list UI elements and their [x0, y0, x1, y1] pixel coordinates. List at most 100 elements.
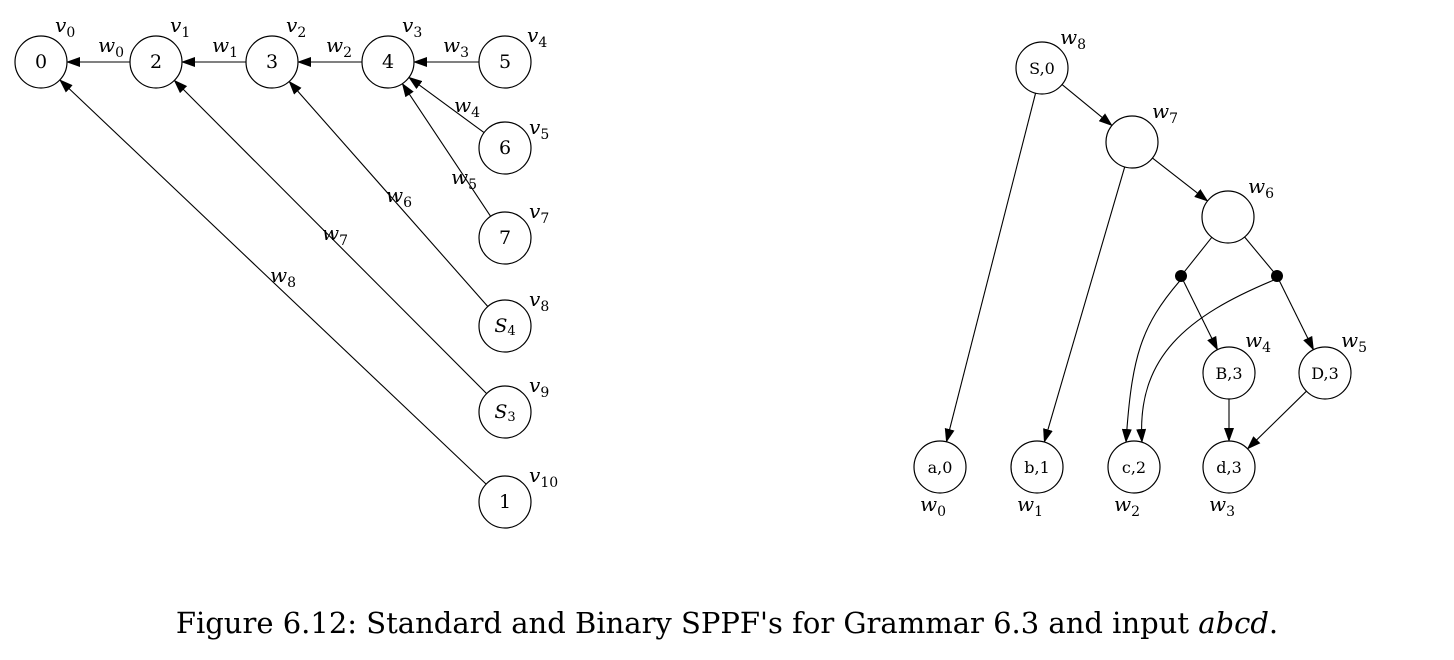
- node-circle: [361, 35, 415, 89]
- edge-S0-to-a0: [944, 93, 1037, 443]
- node-label: 5: [499, 51, 511, 73]
- edge-label-w1: w1: [212, 33, 238, 61]
- node-label: 3: [266, 51, 278, 73]
- node-annotation-w8: w8: [1060, 25, 1086, 53]
- edge-p2-to-D3: [1278, 280, 1314, 351]
- node-circle: [478, 35, 532, 89]
- node-circle: [478, 211, 532, 265]
- node-S0: S,0 w8: [1015, 25, 1086, 95]
- node-annotation-w5: w5: [1341, 328, 1367, 356]
- edge-X7-to-b1: [1043, 166, 1126, 444]
- node-annotation-v3: v3: [402, 13, 422, 41]
- node-annotation-w2: w2: [1114, 492, 1140, 520]
- edge-n6-to-n4: [408, 76, 485, 134]
- node-circle: [1298, 346, 1352, 400]
- edge-X6-to-p2: [1244, 236, 1275, 273]
- node-B3: B,3w4: [1202, 328, 1271, 400]
- edge-p1-to-B3: [1182, 280, 1218, 351]
- node-annotation-w4: w4: [1245, 328, 1271, 356]
- node-c2: c,2 w2: [1107, 440, 1161, 520]
- node-annotation-w6: w6: [1248, 174, 1274, 202]
- node-n6: 6 v5: [478, 115, 549, 175]
- edge-label-w4: w4: [454, 93, 480, 121]
- edge-label-w7: w7: [322, 221, 348, 249]
- node-D3: D,3w5: [1298, 328, 1367, 400]
- node-label: 1: [499, 491, 511, 513]
- node-annotation-w1: w1: [1017, 492, 1043, 520]
- node-label: 2: [150, 51, 162, 73]
- node-annotation-w3: w3: [1209, 492, 1235, 520]
- node-annotation-v7: v7: [529, 199, 549, 227]
- edge-label-w0: w0: [98, 33, 124, 61]
- node-annotation-v0: v0: [55, 13, 75, 41]
- node-label: b,1: [1024, 458, 1050, 477]
- node-n2: 2 v1: [129, 13, 190, 89]
- node-label: 6: [499, 137, 511, 159]
- sppf-diagrams: w0 w1 w2 w3 w4 w5 w6 w7 w8 0 v0 2 v1 3 v2 4 v3 5v4 6 v5 7 v7…: [14, 13, 1367, 529]
- node-circle: [1010, 440, 1064, 494]
- edge-S0-to-X7: [1061, 84, 1113, 127]
- edge-X7-to-X6: [1152, 157, 1209, 202]
- node-annotation-v8: v8: [529, 287, 549, 315]
- node-nS4: S4 v8: [478, 287, 549, 353]
- edge-D3-to-d3: [1246, 390, 1307, 450]
- node-annotation-v1: v1: [170, 13, 190, 41]
- node-circle: [478, 121, 532, 175]
- packed-node-p1: [1175, 270, 1187, 282]
- node-n0: 0 v0: [14, 13, 75, 89]
- node-label: S,0: [1029, 59, 1055, 78]
- node-circle: [478, 299, 532, 353]
- node-a0: a,0 w0: [913, 440, 967, 520]
- node-n7: 7 v7: [478, 199, 549, 265]
- node-label: d,3: [1216, 458, 1242, 477]
- node-label: B,3: [1215, 364, 1242, 383]
- node-label: D,3: [1311, 364, 1339, 383]
- node-circle: [129, 35, 183, 89]
- node-label: c,2: [1122, 458, 1146, 477]
- node-circle: [913, 440, 967, 494]
- node-n5: 5v4: [478, 23, 547, 89]
- node-d3: d,3 w3: [1202, 440, 1256, 520]
- caption-end: .: [1268, 606, 1279, 640]
- figure-caption: Figure 6.12: Standard and Binary SPPF's …: [0, 606, 1454, 640]
- node-annotation-v9: v9: [529, 373, 549, 401]
- edge-n7-to-n4: [401, 82, 492, 217]
- node-label: S4: [494, 315, 515, 339]
- node-annotation-v2: v2: [286, 13, 306, 41]
- node-n4: 4 v3: [361, 13, 422, 89]
- edge-label-w6: w6: [386, 183, 412, 211]
- node-label: 7: [499, 227, 511, 249]
- node-circle: [1201, 190, 1255, 244]
- caption-text: Figure 6.12: Standard and Binary SPPF's …: [175, 606, 1199, 640]
- node-b1: b,1 w1: [1010, 440, 1064, 520]
- node-label: 0: [35, 51, 47, 73]
- edge-label-w2: w2: [326, 33, 352, 61]
- caption-input: abcd: [1198, 606, 1269, 640]
- edge-label-w5: w5: [451, 165, 477, 193]
- edge-n1-to-n0: [59, 79, 487, 485]
- edge-label-w8: w8: [270, 263, 296, 291]
- edge-label-w3: w3: [443, 33, 469, 61]
- node-circle: [245, 35, 299, 89]
- node-label: 4: [382, 51, 394, 73]
- node-X7: w7: [1105, 99, 1178, 169]
- edge-X6-to-p1: [1183, 236, 1213, 273]
- node-annotation-v5: v5: [529, 115, 549, 143]
- node-annotation-w7: w7: [1152, 99, 1178, 127]
- node-X6: w6: [1201, 174, 1274, 244]
- node-annotation-w0: w0: [920, 492, 946, 520]
- packed-node-p2: [1271, 270, 1283, 282]
- node-label: a,0: [928, 458, 953, 477]
- node-annotation-v10: v10: [529, 463, 558, 491]
- node-circle: [478, 385, 532, 439]
- edge-nS4-to-n3: [288, 80, 489, 307]
- node-circle: [1105, 115, 1159, 169]
- node-circle: [478, 475, 532, 529]
- node-circle: [1107, 440, 1161, 494]
- edge-p1-to-c2: [1121, 280, 1181, 443]
- node-circle: [1202, 440, 1256, 494]
- node-circle: [1015, 41, 1069, 95]
- node-n3: 3 v2: [245, 13, 306, 89]
- node-circle: [14, 35, 68, 89]
